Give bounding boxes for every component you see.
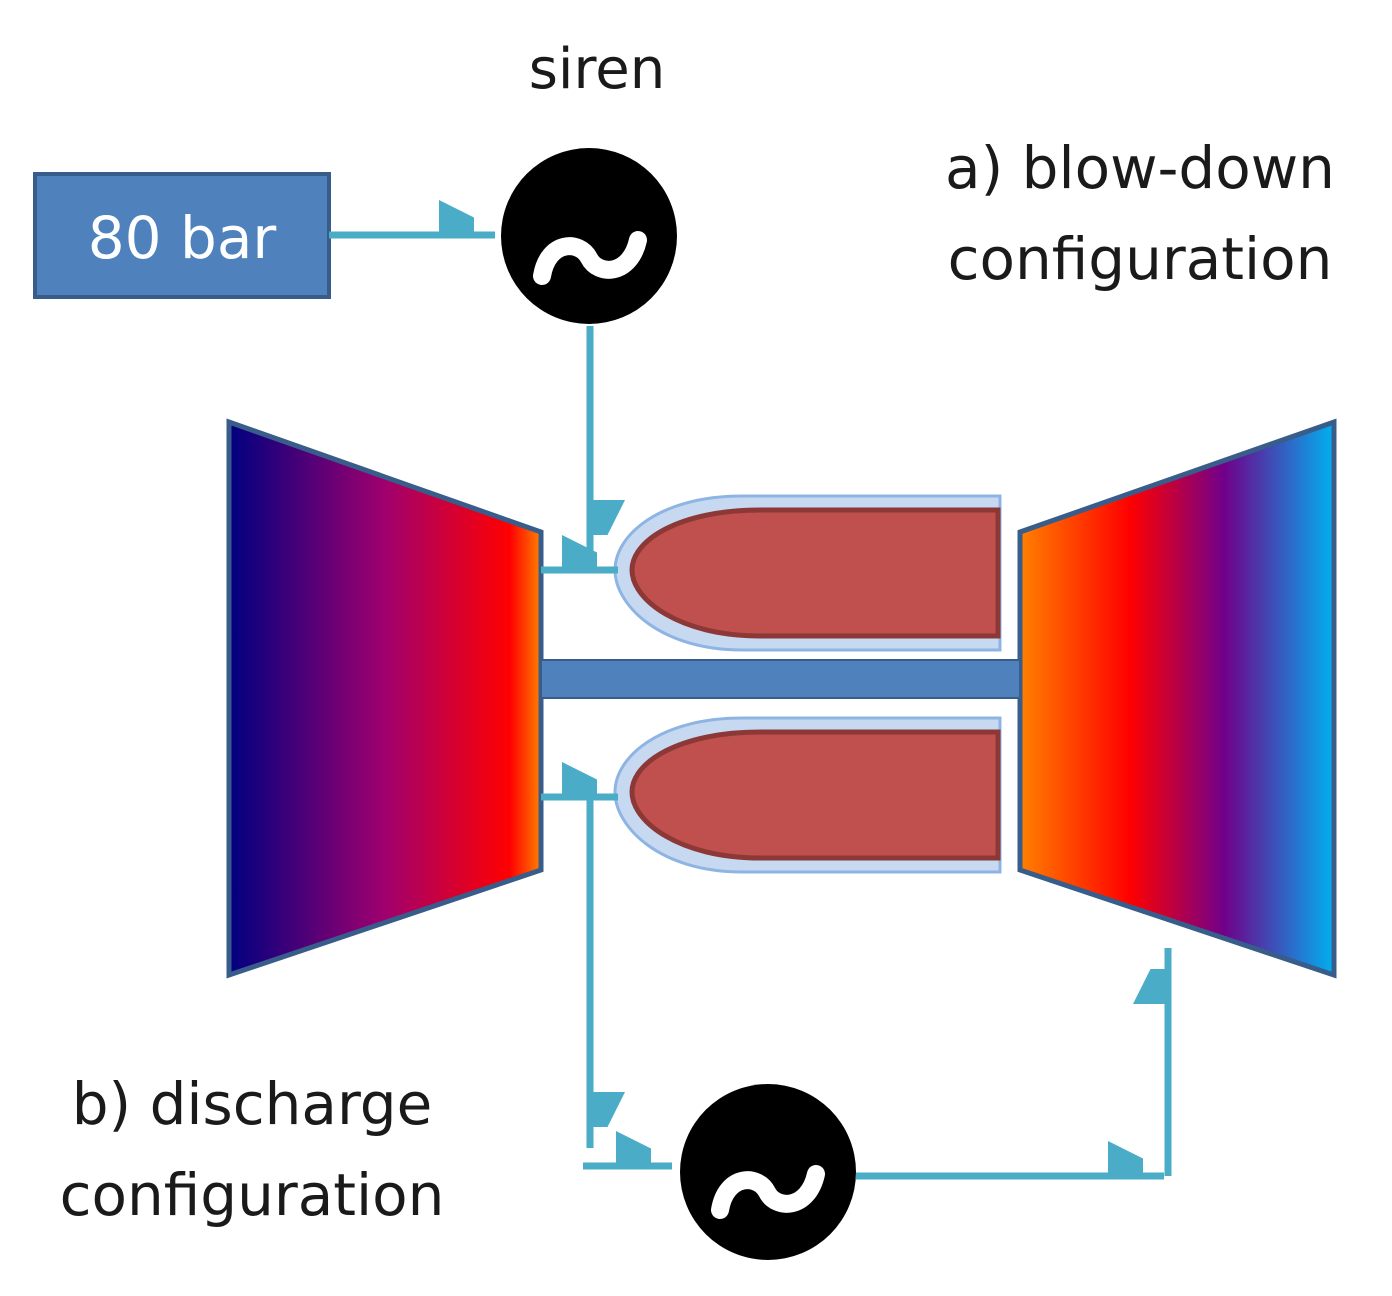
compressor	[226, 418, 544, 979]
pressure-source-box	[33, 172, 331, 299]
sine-wave-icon	[533, 231, 647, 285]
config-b-line2: configuration	[60, 1161, 445, 1229]
siren-label: siren	[529, 37, 665, 102]
siren-bottom	[680, 1084, 856, 1260]
config-a-line1: a) blow-down	[945, 134, 1335, 202]
config-b-line1: b) discharge	[72, 1070, 433, 1138]
siren-top	[501, 148, 677, 324]
turbine	[1017, 418, 1337, 979]
sine-wave-icon	[711, 1165, 825, 1219]
config-a-line2: configuration	[948, 225, 1333, 293]
pressure-label: 80 bar	[88, 204, 277, 272]
combustor-lower	[613, 716, 1002, 874]
flow-arrows	[329, 235, 1172, 1180]
combustor-upper	[613, 494, 1002, 652]
shaft	[540, 659, 1021, 699]
